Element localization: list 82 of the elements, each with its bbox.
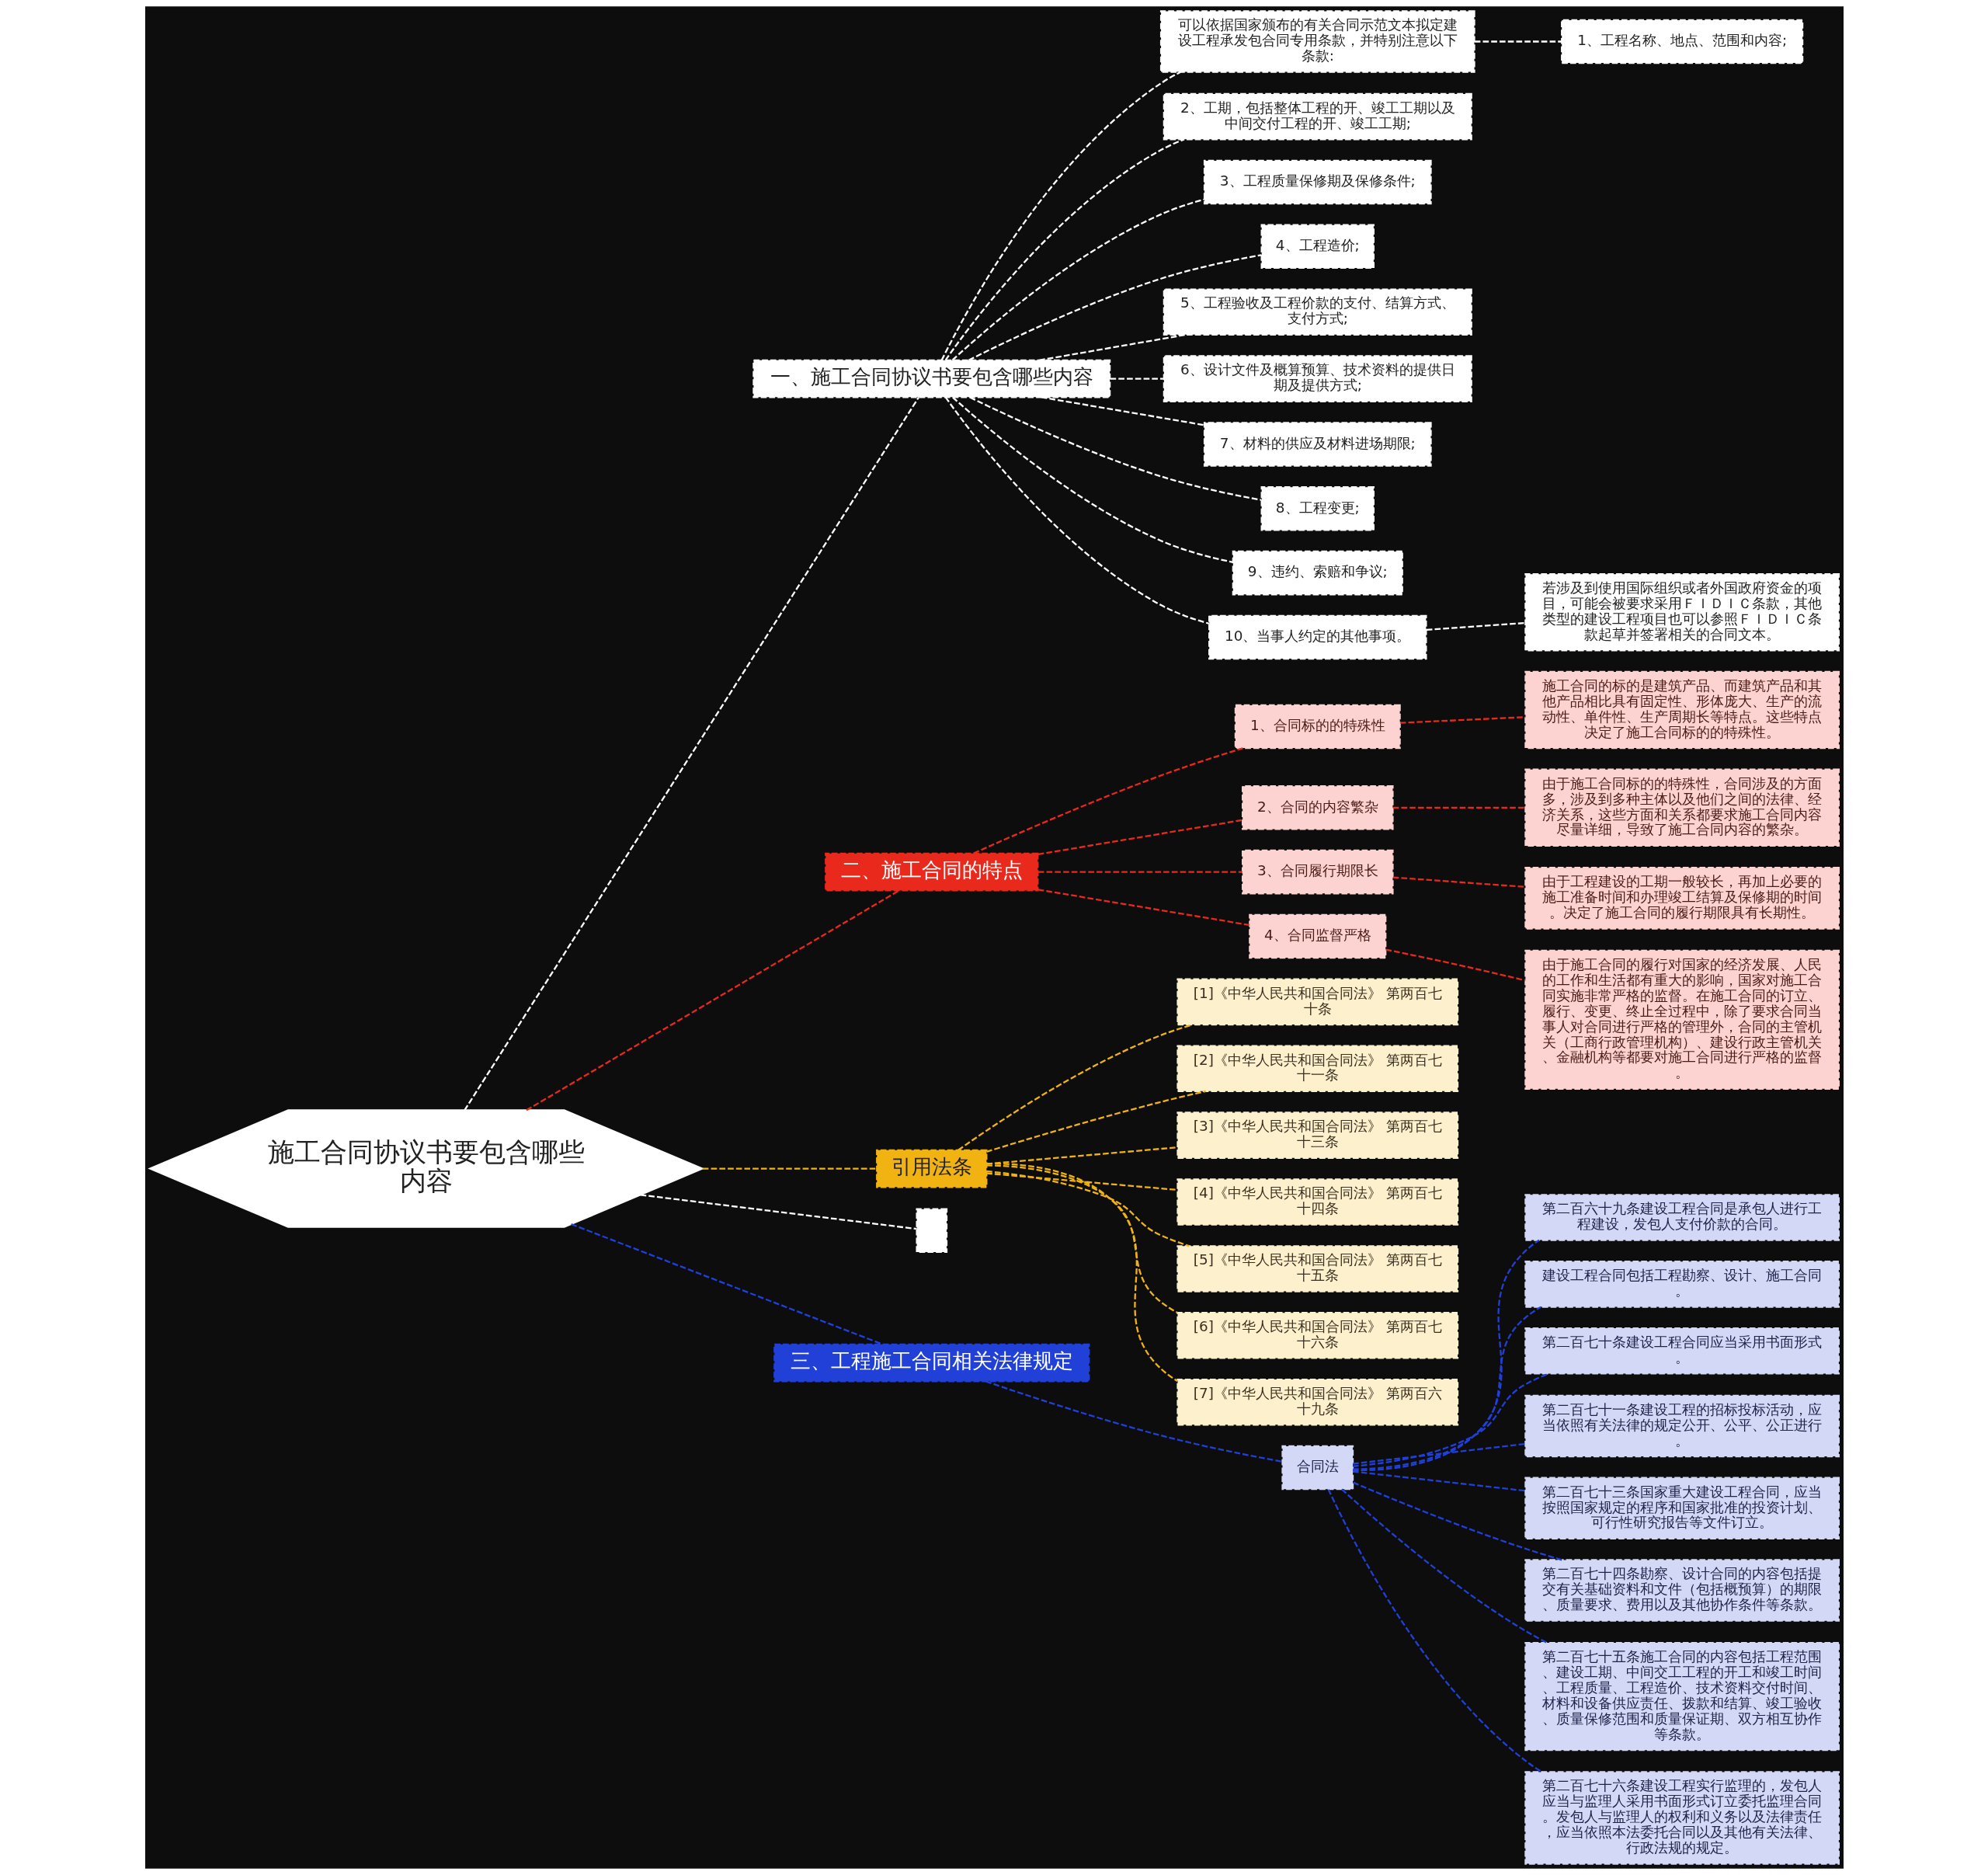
node-box: 1、合同标的的特殊性 <box>1234 704 1401 750</box>
node-box: 若涉及到使用国际组织或者外国政府资金的项目，可能会被要求采用ＦＩＤＩＣ条款，其他类型的建设工程项目也可以参照ＦＩＤＩＣ条款起草并签署相关的合同文本。 <box>1524 573 1840 652</box>
node-box: 4、工程造价; <box>1260 224 1375 270</box>
connector <box>1392 876 1525 889</box>
connector <box>1327 1489 1542 1773</box>
connector <box>1352 1372 1549 1467</box>
connector <box>570 1223 883 1345</box>
node-box: 1、工程名称、地点、范围和内容; <box>1560 19 1803 64</box>
node-box: 施工合同的标的是建筑产品、而建筑产品和其他产品相比具有固定性、形体庞大、生产的流动性、单件性、生产周期长等特点。这些特点决定了施工合同标的的特殊性。 <box>1524 670 1840 750</box>
connector <box>1352 1442 1526 1465</box>
node-box: 第二百七十五条施工合同的内容包括工程范围、建设工期、中间交工工程的开工和竣工时间、工程质量、工程造价、技术资料交付时间、材料和设备供应责任、拨款和结算、竣工验收、质量保修范围和质量保证期、双方相互协作等条款。 <box>1524 1641 1840 1752</box>
connector <box>940 71 1181 361</box>
node-box: 第二百七十一条建设工程的招标投标活动，应当依照有关法律的规定公开、公平、公正进行。 <box>1524 1394 1840 1458</box>
node-box: 6、设计文件及概算预算、技术资料的提供日期及提供方式; <box>1163 355 1472 402</box>
connector <box>944 138 1184 361</box>
connector <box>1474 40 1562 43</box>
node-box: 由于工程建设的工期一般较长，再加上必要的施工准备时间和办理竣工结算及保修期的时间。决定了施工合同的履行期限具有长期性。 <box>1524 867 1840 930</box>
node-box: 10、当事人约定的其他事项。 <box>1208 614 1427 660</box>
node-box: [2]《中华人民共和国合同法》 第两百七十一条 <box>1176 1045 1458 1092</box>
node-box: 2、合同的内容繁杂 <box>1241 785 1394 830</box>
connector <box>969 396 1262 501</box>
connector <box>1399 716 1525 724</box>
connector <box>1385 948 1526 982</box>
node-box: [4]《中华人民共和国合同法》 第两百七十四条 <box>1176 1178 1458 1226</box>
node-box: 8、工程变更; <box>1260 486 1375 531</box>
node-box: 可以依据国家颁布的有关合同示范文本拟定建设工程承发包合同专用条款，并特别注意以下条款: <box>1159 10 1475 73</box>
node-box: 3、合同履行期限长 <box>1241 849 1394 895</box>
node-box: 3、工程质量保修期及保修条件; <box>1203 159 1432 205</box>
connector <box>986 1163 1178 1383</box>
node-box: 第二百七十三条国家重大建设工程合同，应当按照国家规定的程序和国家批准的投资计划、可行性研究报告等文件订立。 <box>1524 1477 1840 1539</box>
node-box: 7、材料的供应及材料进场期限; <box>1203 422 1432 467</box>
connector <box>957 1024 1193 1151</box>
connector <box>985 1146 1178 1165</box>
connector <box>1426 621 1525 631</box>
node-box: 第二百六十九条建设工程合同是承包人进行工程建设，发包人支付价款的合同。 <box>1524 1194 1840 1241</box>
connector <box>951 396 1233 563</box>
connector <box>1340 1488 1548 1644</box>
connector <box>985 1172 1177 1191</box>
connector <box>1037 819 1242 856</box>
node-box <box>915 1208 947 1254</box>
connector <box>1037 871 1242 873</box>
connector <box>1352 1306 1541 1470</box>
connector <box>985 1090 1206 1153</box>
node-box: [3]《中华人民共和国合同法》 第两百七十三条 <box>1176 1111 1458 1159</box>
node-box: 9、违约、索赔和争议; <box>1232 550 1403 596</box>
node-box: 引用法条 <box>875 1149 987 1188</box>
node-box: [6]《中华人民共和国合同法》 第两百七十六条 <box>1176 1312 1458 1359</box>
node-box: 第二百七十条建设工程合同应当采用书面形式。 <box>1524 1327 1840 1375</box>
connector <box>1352 1470 1526 1492</box>
node-box: 由于施工合同的履行对国家的经济发展、人民的工作和生活都有重大的影响，国家对施工合同实施非常严格的监督。在施工合同的订立、履行、变更、终止全过程中，除了要求合同当事人对合同进行严格的管理外，合同的主管机关（工商行政管理机构）、建设行政主管机关、金融机构等都要对施工合同进行严格的监督。 <box>1524 949 1840 1090</box>
connector <box>985 1380 1282 1463</box>
node-box: 一、施工合同协议书要包含哪些内容 <box>752 359 1110 398</box>
connector <box>525 889 899 1111</box>
connector <box>951 198 1204 361</box>
node-box: 5、工程验收及工程价款的支付、结算方式、支付方式; <box>1163 288 1472 336</box>
node-box: [7]《中华人民共和国合同法》 第两百六十九条 <box>1176 1378 1458 1426</box>
node-box: 2、工期，包括整体工程的开、竣工工期以及中间交付工程的开、竣工工期; <box>1163 92 1472 141</box>
connector <box>944 396 1209 624</box>
node-box: 三、工程施工合同相关法律规定 <box>773 1343 1090 1383</box>
connector <box>640 1194 917 1230</box>
node-box: [1]《中华人民共和国合同法》 第两百七十条 <box>1176 978 1458 1026</box>
connector <box>1041 396 1204 426</box>
node-box: 二、施工合同的特点 <box>824 852 1038 892</box>
node-box: [5]《中华人民共和国合同法》 第两百七十五条 <box>1176 1245 1458 1292</box>
connector <box>1352 1239 1540 1471</box>
node-box: 由于施工合同标的的特殊性，合同涉及的方面多，涉及到多种主体以及他们之间的法律、经济关系，这些方面和关系都要求施工合同内容尽量详细，导致了施工合同内容的繁杂。 <box>1524 768 1840 847</box>
connector <box>972 747 1243 854</box>
node-box: 4、合同监督严格 <box>1248 913 1386 959</box>
node-box: 合同法 <box>1281 1445 1354 1491</box>
connector <box>1110 377 1163 380</box>
connector <box>1392 806 1525 809</box>
node-box: 第二百七十六条建设工程实行监理的，发包人应当与监理人采用书面形式订立委托监理合同。发包人与监理人的权利和义务以及法律责任，应当依照本法委托合同以及其他有关法律、行政法规的规定。 <box>1524 1771 1840 1865</box>
connector <box>702 1167 877 1170</box>
connector <box>985 1164 1178 1314</box>
connector <box>1352 1481 1562 1561</box>
connector <box>463 396 919 1111</box>
connector <box>985 1170 1190 1247</box>
node-box: 第二百七十四条勘察、设计合同的内容包括提交有关基础资料和文件（包括概预算）的期限、质量要求、费用以及其他协作条件等条款。 <box>1524 1559 1840 1622</box>
node-box: 建设工程合同包括工程勘察、设计、施工合同。 <box>1524 1261 1840 1308</box>
connector <box>968 254 1262 361</box>
connector <box>1038 333 1186 361</box>
connector <box>1037 889 1249 927</box>
